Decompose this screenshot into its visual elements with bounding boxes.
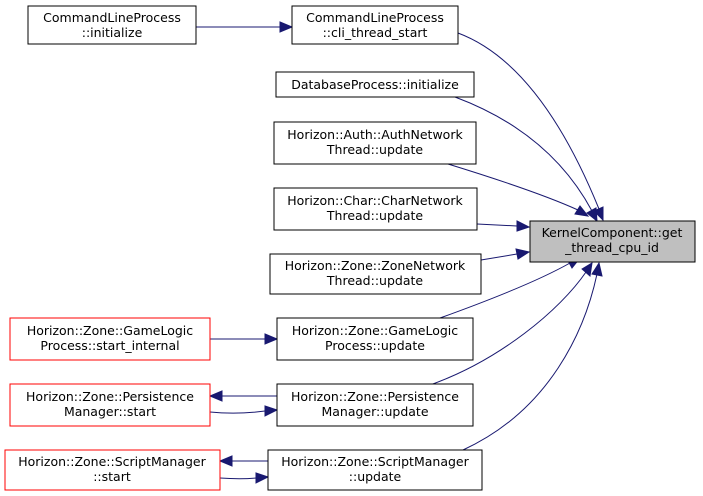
svg-text:::initialize: ::initialize [82,25,143,40]
node-persistence-update[interactable]: Horizon::Zone::Persistence Manager::upda… [276,383,474,427]
svg-text:Thread::update: Thread::update [326,142,423,157]
svg-text:CommandLineProcess: CommandLineProcess [306,10,444,25]
edge-cli-initialize-to-cli-thread-start [196,21,294,33]
svg-text:Horizon::Zone::ScriptManager: Horizon::Zone::ScriptManager [281,454,469,469]
svg-text:Horizon::Zone::ZoneNetwork: Horizon::Zone::ZoneNetwork [285,258,466,273]
svg-text:Process::update: Process::update [325,338,425,353]
edge-script-start-to-script-update [219,472,270,484]
svg-text:Thread::update: Thread::update [326,208,423,223]
svg-text:Horizon::Zone::GameLogic: Horizon::Zone::GameLogic [27,323,193,338]
edge-persistence-update-to-persistence-start [208,390,277,402]
edge-gamelogic-start-internal-to-gamelogic-update [210,333,279,345]
edge-persistence-update-to-get-cpu-id [429,262,593,386]
edge-char-update-to-get-cpu-id [476,220,531,232]
svg-text:::start: ::start [93,469,131,484]
edge-zone-net-update-to-get-cpu-id [480,248,531,261]
node-db-initialize[interactable]: DatabaseProcess::initialize [275,71,475,98]
svg-text:Process::start_internal: Process::start_internal [40,338,179,353]
svg-text:::cli_thread_start: ::cli_thread_start [323,25,428,40]
svg-text:Horizon::Zone::Persistence: Horizon::Zone::Persistence [291,389,459,404]
node-persistence-start[interactable]: Horizon::Zone::Persistence Manager::star… [9,383,211,427]
svg-text:Manager::update: Manager::update [321,404,428,419]
svg-text:Horizon::Auth::AuthNetwork: Horizon::Auth::AuthNetwork [287,127,463,142]
svg-text:Horizon::Zone::GameLogic: Horizon::Zone::GameLogic [292,323,458,338]
svg-text:::update: ::update [349,469,402,484]
edge-persistence-start-to-persistence-update [209,405,279,417]
node-gamelogic-update[interactable]: Horizon::Zone::GameLogic Process::update [276,317,474,361]
edge-auth-update-to-get-cpu-id [447,163,590,217]
edge-cli-thread-start-to-get-cpu-id [457,32,604,222]
node-script-start[interactable]: Horizon::Zone::ScriptManager ::start [4,449,221,491]
svg-text:Horizon::Zone::ScriptManager: Horizon::Zone::ScriptManager [18,454,206,469]
edge-script-update-to-script-start [218,455,268,467]
svg-text:Horizon::Char::CharNetwork: Horizon::Char::CharNetwork [287,193,463,208]
node-script-update[interactable]: Horizon::Zone::ScriptManager ::update [267,449,483,491]
edge-db-initialize-to-get-cpu-id [454,96,598,223]
node-gamelogic-start-internal[interactable]: Horizon::Zone::GameLogic Process::start_… [9,317,211,361]
node-cli-initialize[interactable]: CommandLineProcess ::initialize [27,5,197,45]
node-cli-thread-start[interactable]: CommandLineProcess ::cli_thread_start [291,5,459,45]
node-char-update[interactable]: Horizon::Char::CharNetwork Thread::updat… [273,187,478,231]
svg-text:DatabaseProcess::initialize: DatabaseProcess::initialize [291,77,459,92]
svg-text:Horizon::Zone::Persistence: Horizon::Zone::Persistence [26,389,194,404]
node-get-thread-cpu-id[interactable]: KernelComponent::get _thread_cpu_id [529,220,696,263]
node-auth-update[interactable]: Horizon::Auth::AuthNetwork Thread::updat… [273,121,477,165]
node-zone-net-update[interactable]: Horizon::Zone::ZoneNetwork Thread::updat… [269,253,482,295]
edge-script-update-to-get-cpu-id [462,261,603,451]
svg-text:KernelComponent::get: KernelComponent::get [542,225,683,240]
svg-text:_thread_cpu_id: _thread_cpu_id [564,240,659,255]
svg-text:CommandLineProcess: CommandLineProcess [43,10,181,25]
svg-text:Thread::update: Thread::update [326,273,423,288]
svg-text:Manager::start: Manager::start [64,404,156,419]
